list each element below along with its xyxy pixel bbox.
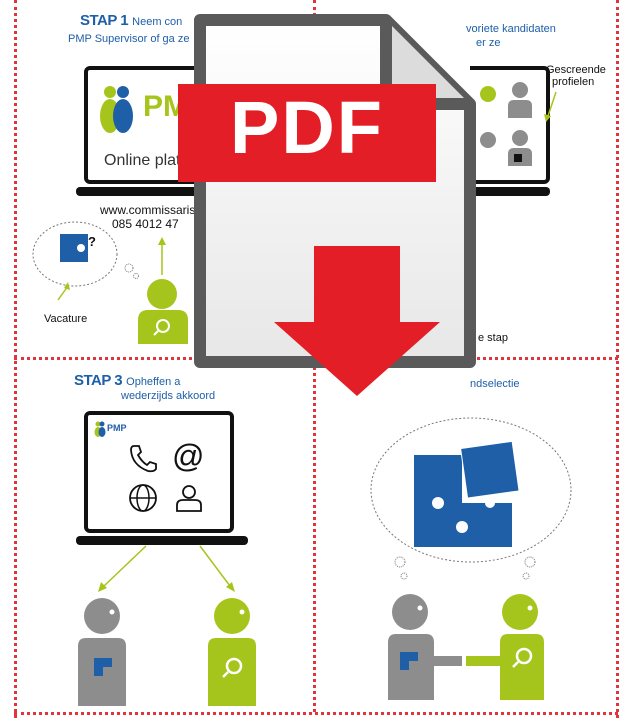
- step4-text: ndselectie: [470, 378, 520, 390]
- pmp-small-logo-icon: [94, 421, 106, 437]
- screened-profiles-line1: Gescreende: [546, 64, 606, 76]
- step2-laptop-base: [470, 187, 550, 196]
- step3-text-line1: Opheffen a: [126, 376, 181, 388]
- candidate-handshake-person-icon: [466, 594, 544, 700]
- pmp-logo-icon: [100, 86, 133, 133]
- employer-person-icon: [78, 598, 126, 706]
- step1-laptop-base: [76, 187, 206, 196]
- thought-dots-left: [394, 556, 408, 580]
- step1-text-line1: Neem con: [132, 16, 183, 28]
- phone-icon: [130, 445, 157, 473]
- step2-text-line2: er ze: [476, 37, 501, 49]
- screened-profiles-arrow: [544, 91, 557, 122]
- step3-arrows: [98, 545, 235, 592]
- phone-text: 085 4012 47: [112, 217, 179, 231]
- website-text: www.commissarisv: [100, 203, 202, 217]
- step3-laptop-screen: PMP @: [84, 411, 234, 533]
- frame-bottom-border: [14, 712, 618, 715]
- pdf-download-icon[interactable]: [178, 6, 498, 406]
- puzzle-bubble: [370, 417, 572, 563]
- step2-text-line1: voriete kandidaten: [466, 23, 556, 35]
- pmp-small-brand: PMP: [107, 423, 127, 433]
- thought-dots-right: [522, 556, 536, 580]
- step3-number: STAP 3: [74, 372, 123, 389]
- vacancy-question-mark: ?: [88, 234, 96, 249]
- step3-laptop-base: [76, 536, 248, 545]
- employer-handshake-person-icon: [388, 594, 462, 700]
- step1-arrow-icon: [158, 237, 166, 275]
- globe-icon: [129, 484, 157, 512]
- step1-number: STAP 1: [80, 12, 129, 29]
- vacancy-label: Vacature: [44, 313, 88, 325]
- vacancy-bubble: [32, 221, 139, 301]
- step3-text-line2: wederzijds akkoord: [121, 390, 216, 402]
- candidate-person-icon-2: [208, 598, 256, 706]
- contact-person-icon: [176, 485, 202, 512]
- pdf-label: PDF: [230, 86, 384, 169]
- online-platform-text: Online platf: [104, 152, 185, 169]
- email-at-icon: @: [172, 438, 205, 474]
- step2-bottom-text: e stap: [478, 332, 508, 344]
- screened-profiles-icon: [480, 82, 532, 166]
- step1-text-line2: PMP Supervisor of ga ze: [68, 33, 190, 45]
- screened-profiles-line2: profielen: [552, 76, 595, 88]
- candidate-person-icon: [138, 279, 188, 344]
